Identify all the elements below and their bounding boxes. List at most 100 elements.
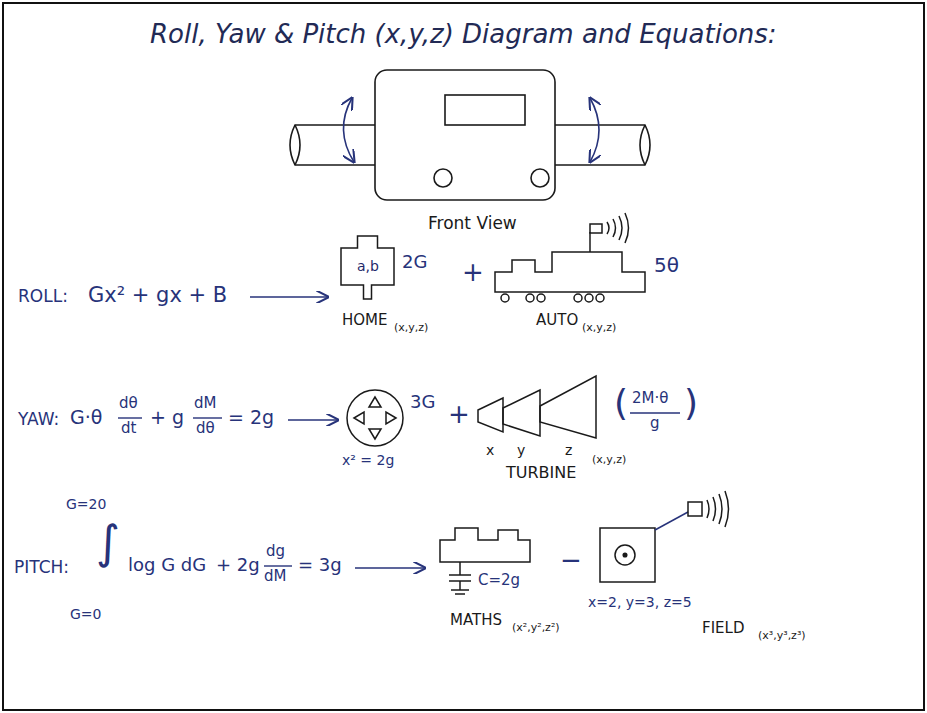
- fraction-bar: [118, 417, 142, 418]
- fraction-bottom: dM: [264, 568, 286, 585]
- equation-term: = 2g: [228, 407, 274, 429]
- integral-limit: G=0: [70, 606, 102, 622]
- pad-arrow: [386, 412, 396, 424]
- parenthesis: ): [684, 382, 698, 423]
- icon-name: HOME: [342, 312, 388, 329]
- ground-symbol: [455, 593, 465, 595]
- icon-subscript: (x,y,z): [394, 322, 428, 335]
- icon-value: 3G: [410, 392, 435, 413]
- equation-name: PITCH:: [14, 558, 69, 578]
- equation-name: YAW:: [18, 410, 59, 430]
- fraction-bottom: dθ: [196, 420, 215, 437]
- home-icon: a,b: [340, 235, 395, 300]
- pad-arrow: [369, 429, 381, 439]
- fraction-top: dM: [194, 395, 216, 412]
- fraction-top: 2M·θ: [632, 390, 668, 407]
- vehicle-body: [495, 252, 645, 292]
- device-button: [434, 169, 452, 187]
- icon-subscript: (x,y,z): [592, 454, 626, 467]
- wire: [459, 562, 461, 575]
- pad-arrow: [369, 397, 381, 407]
- icon-subscript: (x³,y³,z³): [758, 630, 806, 643]
- left-shaft: [290, 125, 375, 165]
- device-screen: [445, 95, 525, 125]
- capacitor-plate: [449, 574, 471, 576]
- page-frame: [3, 3, 924, 710]
- icon-name: MATHS: [450, 612, 502, 629]
- antenna-box: [688, 502, 702, 516]
- maths-icon: [440, 528, 530, 594]
- field-dot: [623, 553, 627, 557]
- implies-arrow: [250, 296, 328, 298]
- right-shaft: [555, 125, 650, 165]
- ground-symbol: [451, 589, 469, 591]
- equation-term: Gx² + gx + B: [88, 283, 227, 307]
- fraction-bar: [193, 417, 222, 418]
- axis-letter: z: [565, 442, 572, 458]
- plus-sign: +: [448, 400, 470, 430]
- icon-text: a,b: [357, 259, 379, 274]
- pad-circle: [347, 390, 403, 446]
- integral-limit: G=20: [66, 496, 106, 512]
- pad-arrow: [354, 412, 364, 424]
- diagram-title: Roll, Yaw & Pitch (x,y,z) Diagram and Eq…: [150, 20, 777, 50]
- turbine-stage: [503, 390, 540, 436]
- device-button: [531, 169, 549, 187]
- view-caption: Front View: [428, 214, 517, 234]
- wheel: [585, 294, 593, 302]
- turbine-stage: [540, 376, 596, 438]
- plus-sign: +: [462, 258, 484, 288]
- field-box: [600, 528, 655, 582]
- fraction-bottom: g: [650, 415, 660, 432]
- icon-name: TURBINE: [506, 464, 576, 482]
- icon-value: 5θ: [654, 254, 679, 277]
- left-shaft-end: [295, 125, 300, 165]
- fraction-top: dθ: [119, 395, 138, 412]
- equation-term: log G dG: [128, 555, 206, 576]
- wheel: [501, 294, 509, 302]
- equation-term: + g: [150, 407, 184, 429]
- wheel: [526, 294, 534, 302]
- device-body: [375, 70, 555, 200]
- coordinate-values: x=2, y=3, z=5: [588, 594, 692, 610]
- antenna: [589, 232, 591, 252]
- antenna: [655, 512, 688, 530]
- icon-name: AUTO: [536, 312, 578, 329]
- wheel: [596, 294, 604, 302]
- wheel: [574, 294, 582, 302]
- auto-vehicle-icon: [495, 213, 645, 302]
- field-circle: [615, 545, 635, 565]
- turbine-stage: [478, 398, 503, 432]
- parenthesis: (: [614, 382, 628, 423]
- equation-term: + 2g: [216, 555, 260, 576]
- maths-body: [440, 528, 530, 562]
- equation-term: = 3g: [298, 555, 342, 576]
- integral-sign: ∫: [96, 516, 120, 569]
- axis-letter: y: [517, 442, 525, 458]
- direction-pad-icon: [347, 390, 403, 446]
- rotation-arrow: [343, 98, 354, 162]
- icon-value: x² = 2g: [342, 452, 394, 468]
- fraction-top: dg: [266, 543, 285, 560]
- equation-name: ROLL:: [18, 287, 68, 307]
- device-front-view: [290, 70, 650, 200]
- wire: [459, 581, 461, 590]
- icon-name: FIELD: [702, 620, 744, 637]
- signal-waves: [707, 491, 729, 527]
- equation-term: G·θ: [70, 407, 102, 429]
- right-shaft-end: [640, 125, 645, 165]
- rotation-arrow: [590, 98, 599, 162]
- wheel: [537, 294, 545, 302]
- axis-letter: x: [486, 442, 494, 458]
- field-icon: [600, 491, 729, 582]
- signal-waves: [607, 213, 629, 243]
- component-value: C=2g: [478, 572, 520, 589]
- icon-value: 2G: [402, 252, 427, 273]
- antenna-flag: [590, 224, 602, 233]
- implies-arrow: [288, 419, 338, 421]
- icon-shape: [341, 236, 394, 299]
- fraction-bar: [264, 565, 292, 566]
- fraction-bottom: dt: [121, 420, 136, 437]
- fraction-bar: [630, 412, 680, 413]
